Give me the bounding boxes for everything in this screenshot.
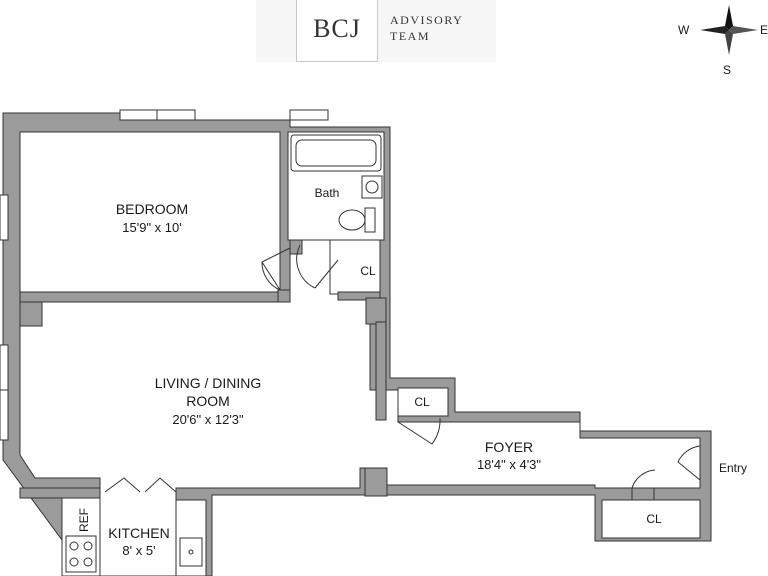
compass-west: W [678, 23, 690, 37]
bedroom-name: BEDROOM [116, 201, 188, 217]
closet-foyer-name: CL [414, 395, 430, 409]
foyer-dims: 18'4" x 4'3" [477, 457, 541, 472]
windows [0, 109, 329, 441]
doors [104, 244, 701, 493]
closet-entry-name: CL [646, 512, 662, 526]
logo-line-1: ADVISORY [390, 13, 464, 27]
ref-label: REF [77, 508, 91, 532]
closet-bedroom-name: CL [360, 264, 376, 278]
room-labels: BEDROOM 15'9" x 10' Bath CL LIVING / DIN… [77, 186, 747, 558]
brand-logo: BCJ ADVISORY TEAM [256, 0, 496, 62]
living-name-line1: LIVING / DINING [155, 375, 262, 391]
logo-mark: BCJ [296, 0, 378, 62]
logo-text: ADVISORY TEAM [390, 12, 463, 44]
entry-name: Entry [719, 461, 747, 475]
compass-east: E [760, 23, 768, 37]
bedroom-dims: 15'9" x 10' [122, 220, 181, 235]
compass-icon: W E S [678, 5, 768, 77]
logo-line-2: TEAM [390, 29, 430, 43]
living-dims: 20'6" x 12'3" [172, 412, 244, 427]
kitchen-fixtures [65, 535, 203, 573]
walls [2, 112, 712, 576]
bath-fixtures [290, 134, 383, 233]
kitchen-dims: 8' x 5' [122, 543, 155, 558]
foyer-name: FOYER [485, 439, 533, 455]
kitchen-name: KITCHEN [108, 525, 169, 541]
bath-name: Bath [315, 186, 340, 200]
compass-south: S [723, 63, 731, 77]
living-name-line2: ROOM [186, 393, 230, 409]
